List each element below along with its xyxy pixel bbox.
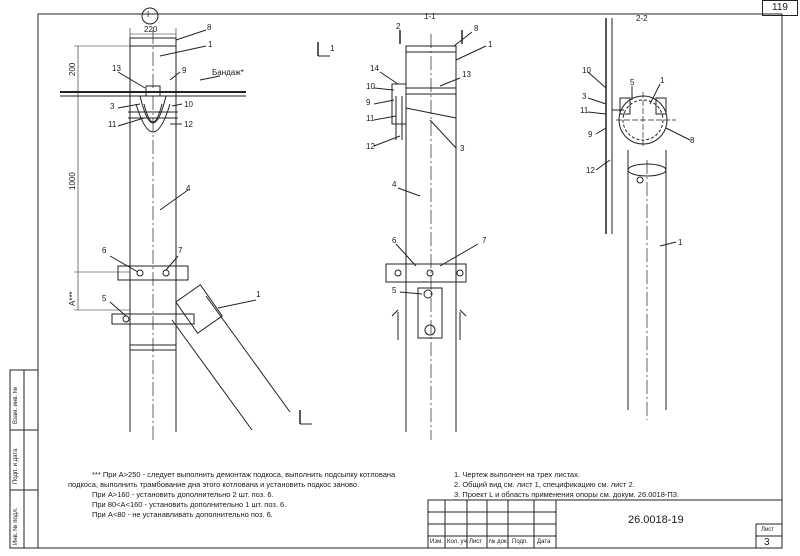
note-line: 3. Проект L и область применения опоры с…	[454, 490, 680, 499]
doc-code: 26.0018-19	[628, 514, 684, 526]
callout: 6	[102, 246, 107, 255]
stamp-header: Лист	[469, 539, 483, 545]
note-line: При 80<А<160 - установить дополнительно …	[92, 500, 287, 509]
dim-a: A***	[68, 291, 77, 306]
section-title: 1-1	[424, 12, 436, 21]
stamp-header: Кол. уч	[447, 539, 467, 545]
callout: 9	[588, 130, 593, 139]
stamp-header: № док.	[489, 539, 509, 545]
note-line: При А<80 - не устанавливать дополнительн…	[92, 510, 273, 519]
callout: 11	[580, 106, 589, 115]
callout: 4	[186, 184, 191, 193]
front-view	[60, 7, 330, 440]
note-line: подкоса, выполнить трамбование дна этого…	[68, 480, 360, 489]
callout: 1	[488, 40, 493, 49]
note-line: При А>160 - установить дополнительно 2 ш…	[92, 490, 274, 499]
callout: 13	[462, 70, 471, 79]
callout: 1	[256, 290, 261, 299]
callout: 10	[582, 66, 591, 75]
stamp-header: Подп.	[512, 539, 528, 545]
callout: 8	[207, 23, 212, 32]
callout: 5	[392, 286, 397, 295]
page-number: 119	[762, 0, 798, 16]
dim-1000: 1000	[68, 172, 77, 190]
side-label: Инв. № подл.	[13, 507, 19, 545]
callout: 4	[392, 180, 397, 189]
callout: 8	[474, 24, 479, 33]
callout: 3	[460, 144, 465, 153]
side-label: Взам. инв. №	[13, 386, 19, 424]
callout: 5	[630, 78, 635, 87]
section-1-1	[373, 30, 487, 440]
callout: 14	[370, 64, 379, 73]
dim-200: 200	[68, 62, 77, 76]
section-2-2	[587, 18, 691, 420]
sheet-number: 3	[764, 537, 770, 548]
callout: 1	[678, 238, 683, 247]
callout: 8	[690, 136, 695, 145]
dim-top: 220	[144, 25, 158, 34]
sheet-label: Лист	[761, 527, 775, 533]
callout: 6	[392, 236, 397, 245]
callout: 2	[396, 22, 401, 31]
callout: 1	[660, 76, 665, 85]
stamp-header: Изм.	[430, 539, 443, 545]
view-marker: I	[147, 10, 150, 19]
callout: 9	[366, 98, 371, 107]
callout: 10	[366, 82, 375, 91]
note-line: 1. Чертеж выполнен на трех листах.	[454, 470, 580, 479]
callout: 11	[366, 114, 375, 123]
note-line: *** При А>250 - следует выполнить демонт…	[92, 470, 396, 479]
callout: 13	[112, 64, 121, 73]
callout: 7	[178, 246, 183, 255]
callout: 7	[482, 236, 487, 245]
side-label: Подп. и дата	[13, 448, 19, 484]
note-line: 2. Общий вид см. лист 1, спецификацию см…	[454, 480, 635, 489]
drawing-frame	[37, 13, 783, 549]
callout: 12	[184, 120, 193, 129]
callout: 10	[184, 100, 193, 109]
bandage-label: Бандаж*	[212, 68, 244, 77]
callout: 3	[110, 102, 115, 111]
stamp-header: Дата	[537, 539, 551, 545]
section-mark: 1	[330, 44, 335, 53]
callout: 5	[102, 294, 107, 303]
callout: 3	[582, 92, 587, 101]
callout: 12	[366, 142, 375, 151]
callout: 12	[586, 166, 595, 175]
section-title: 2-2	[636, 14, 648, 23]
callout: 1	[208, 40, 213, 49]
callout: 11	[108, 120, 117, 129]
callout: 9	[182, 66, 187, 75]
